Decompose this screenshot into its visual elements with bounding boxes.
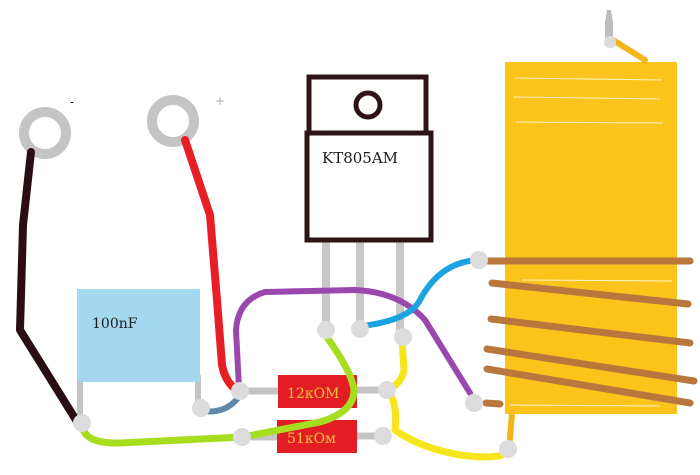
coil-windings <box>482 257 698 408</box>
node-pin-base <box>317 321 335 339</box>
resistor-1-body <box>278 375 357 408</box>
wire-blue <box>359 257 481 329</box>
capacitor-label: 100nF <box>92 316 138 332</box>
node-coil-bottom-winding <box>465 394 483 412</box>
winding-3 <box>487 315 694 347</box>
winding-4 <box>483 345 698 385</box>
node-r1-left <box>231 382 249 400</box>
coil-top-node <box>604 36 616 48</box>
wire-yellow <box>384 336 510 461</box>
node-pin-collector <box>351 320 369 338</box>
winding-6 <box>482 399 504 408</box>
node-pin-emitter <box>394 328 412 346</box>
positive-label: + <box>215 94 225 108</box>
transistor-body <box>304 130 434 243</box>
node-r2-left <box>233 428 251 446</box>
wire-black <box>16 148 80 424</box>
winding-2 <box>488 279 692 308</box>
node-cap-left <box>73 414 91 432</box>
node-r2-right <box>374 427 392 445</box>
winding-5 <box>483 365 694 407</box>
terminal-negative[interactable] <box>19 107 71 159</box>
coil-top-lead <box>610 37 648 63</box>
coil-highlights <box>509 77 673 407</box>
negative-label: - <box>70 95 74 109</box>
solder-nodes <box>73 251 517 458</box>
coil-body <box>505 62 677 414</box>
terminal-positive[interactable] <box>147 95 199 147</box>
node-cap-right <box>192 399 210 417</box>
capacitor-body <box>77 289 200 382</box>
node-coil-bottom <box>499 440 517 458</box>
transistor-label: KT805AM <box>322 149 398 167</box>
node-r1-right <box>378 381 396 399</box>
resistor-2-label: 51кОм <box>287 431 336 447</box>
transistor-mount-hole <box>353 90 383 120</box>
node-coil-top-winding <box>470 251 488 269</box>
resistor-1-label: 12кОМ <box>287 386 339 402</box>
wire-lime <box>78 332 358 447</box>
coil-top-pin <box>605 10 613 40</box>
